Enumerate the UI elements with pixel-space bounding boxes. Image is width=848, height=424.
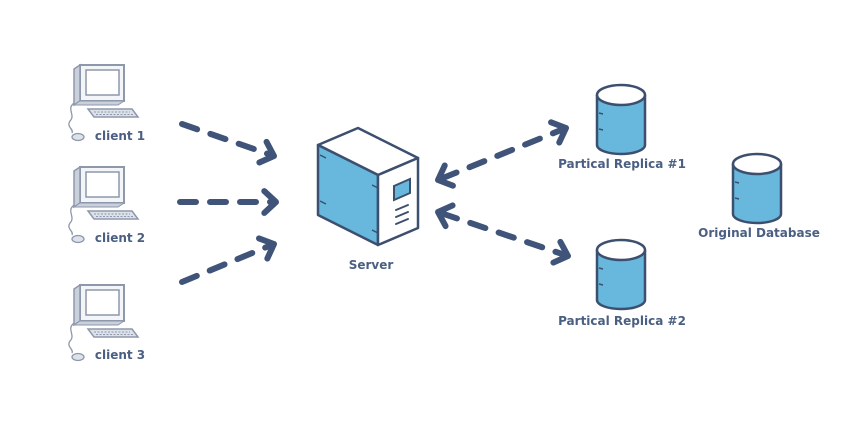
edges-layer [177, 119, 571, 285]
replica-2-label: Partical Replica #2 [558, 314, 686, 328]
arrowhead [435, 202, 456, 230]
dashed-connector [179, 121, 274, 158]
edge-server-to-replica1 [435, 119, 569, 189]
client-1-label: client 1 [94, 129, 146, 143]
edge-server-to-replica2 [435, 202, 571, 266]
arrowhead [548, 119, 569, 146]
original-database-icon [731, 152, 783, 225]
server-label: Server [348, 258, 394, 272]
original-database-label: Original Database [698, 226, 820, 240]
replica-1-label: Partical Replica #1 [558, 157, 686, 171]
arrowhead [550, 238, 571, 266]
arrowhead [256, 235, 277, 262]
server-tower-icon [316, 126, 420, 247]
edge-client2-to-server [177, 188, 279, 216]
dashed-connector [438, 210, 568, 258]
arrowhead [435, 162, 456, 189]
client-2-label: client 2 [94, 231, 146, 245]
dashed-connector [179, 242, 274, 285]
dashed-connector [438, 126, 566, 182]
edge-client1-to-server [179, 121, 277, 166]
replica-2-database-icon [595, 238, 647, 311]
replica-1-database-icon [595, 83, 647, 156]
arrowhead [256, 138, 277, 166]
arrowhead [261, 188, 279, 216]
client-3-label: client 3 [94, 348, 146, 362]
edge-client3-to-server [179, 235, 277, 285]
